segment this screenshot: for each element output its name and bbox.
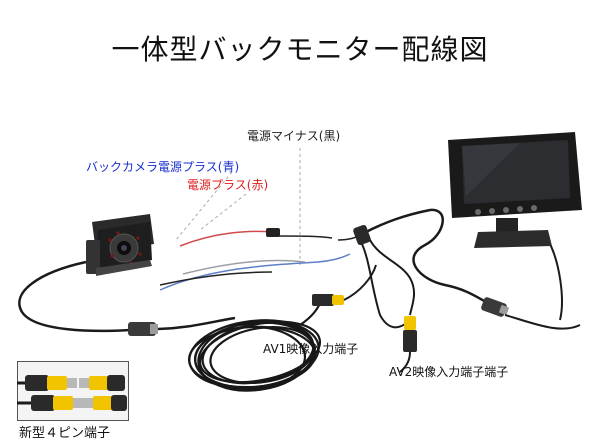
label-four-pin: 新型４ピン端子 [19, 426, 111, 441]
av2-connector-body [403, 330, 417, 352]
camera-4pin-plug [128, 322, 156, 336]
label-camera-power-plus: バックカメラ電源プラス(青) [86, 160, 240, 174]
av1-connector-tip [332, 295, 344, 305]
extension-cable-start [157, 316, 236, 331]
wire-blue [159, 253, 351, 291]
harness-cable [361, 208, 431, 236]
camera-cable [18, 260, 131, 333]
monitor-stand-neck [496, 218, 518, 232]
av1-connector-body [312, 294, 334, 306]
av2-connector-tip [404, 316, 416, 330]
label-av2-input: AV2映像入力端子端子 [389, 365, 509, 379]
harness-junction [353, 224, 371, 246]
label-power-minus: 電源マイナス(黒) [247, 129, 341, 143]
wire-gray [182, 259, 306, 275]
guide-line-camera-plus [175, 171, 233, 241]
monitor-cable [412, 208, 499, 310]
wire-black-short [159, 271, 273, 286]
label-av1-input: AV1映像入力端子 [263, 342, 359, 356]
monitor-stand-base [474, 230, 552, 248]
label-power-plus: 電源プラス(赤) [187, 178, 269, 192]
red-wire-connector [266, 228, 280, 237]
monitor [448, 132, 582, 248]
four-pin-inset-art [17, 375, 127, 411]
back-camera [86, 214, 154, 276]
wire-to-red-connector [277, 235, 333, 239]
extension-cable-coil [187, 319, 322, 392]
guide-line-plus [199, 193, 247, 231]
page-title: 一体型バックモニター配線図 [111, 33, 489, 66]
wire-red [179, 230, 273, 247]
